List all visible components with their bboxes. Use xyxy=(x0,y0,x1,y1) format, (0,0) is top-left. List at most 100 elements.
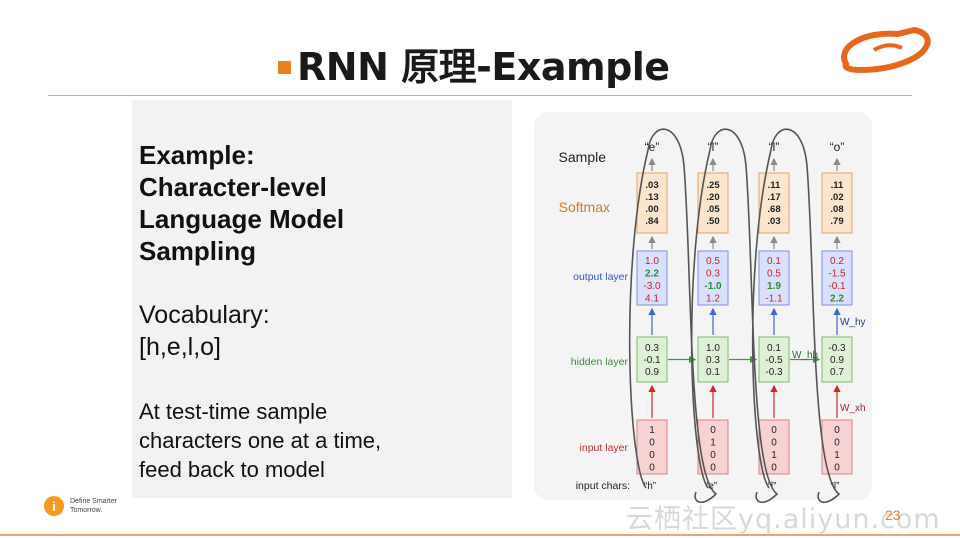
input-value: 0 xyxy=(834,438,840,449)
output-value: 0.1 xyxy=(767,256,781,267)
hidden-value: -0.3 xyxy=(765,367,783,378)
output-value: -3.0 xyxy=(643,281,661,292)
row-label-output: output layer xyxy=(573,271,628,283)
vocabulary-title: Vocabulary: xyxy=(139,301,270,329)
softmax-value: .25 xyxy=(706,180,720,191)
softmax-value: .17 xyxy=(767,192,780,203)
softmax-value: .20 xyxy=(706,192,719,203)
softmax-value: .08 xyxy=(830,204,843,215)
output-value: -1.5 xyxy=(828,269,846,280)
hidden-value: 0.9 xyxy=(645,367,659,378)
slogan-line: Tomorrow. xyxy=(70,507,103,514)
softmax-value: .11 xyxy=(831,180,844,191)
hidden-layer-box xyxy=(758,336,790,383)
input-value: 0 xyxy=(771,438,777,449)
row-label-hidden: hidden layer xyxy=(571,356,629,368)
output-value: 0.5 xyxy=(706,256,720,267)
input-value: 0 xyxy=(710,463,716,474)
row-label-input-chars: input chars: xyxy=(576,480,630,492)
feedback-loop-curve xyxy=(628,149,649,489)
input-value: 1 xyxy=(771,450,777,461)
heading-line: Sampling xyxy=(139,236,257,266)
output-layer-box xyxy=(636,250,668,306)
output-layer-box xyxy=(697,250,729,306)
weight-label-hy: W_hy xyxy=(840,317,866,328)
row-label-sample: Sample xyxy=(559,149,607,165)
footer-slogan: Define Smarter Tomorrow. xyxy=(70,497,117,515)
feedback-loop-curve xyxy=(751,149,772,489)
input-value: 1 xyxy=(710,438,716,449)
input-value: 0 xyxy=(649,438,655,449)
output-value: -1.1 xyxy=(765,294,783,305)
output-value: 2.2 xyxy=(830,294,844,305)
weight-label-xh: W_xh xyxy=(840,403,866,414)
softmax-value: .68 xyxy=(767,204,780,215)
output-value: -0.1 xyxy=(828,281,846,292)
hidden-value: -0.3 xyxy=(828,343,846,354)
input-value: 1 xyxy=(834,450,840,461)
input-value: 0 xyxy=(649,463,655,474)
slogan-line: Define Smarter xyxy=(70,498,118,505)
hidden-value: 0.3 xyxy=(645,343,659,354)
hidden-value: 0.1 xyxy=(767,343,781,354)
watermark: 云栖社区yq.aliyun.com xyxy=(626,504,941,535)
hidden-value: -0.1 xyxy=(643,355,661,366)
page-number: 23 xyxy=(885,507,901,523)
title-bullet xyxy=(278,60,291,74)
softmax-value: .03 xyxy=(767,216,780,227)
title-divider xyxy=(48,95,912,96)
hidden-layer-box xyxy=(636,336,668,383)
input-value: 0 xyxy=(771,425,777,436)
heading-line: Character-level xyxy=(139,172,327,202)
feedback-loop-curve xyxy=(770,128,841,503)
hidden-layer-box xyxy=(697,336,729,383)
hidden-value: 0.9 xyxy=(830,355,844,366)
sampling-note: At test-time sample characters one at a … xyxy=(139,397,381,484)
input-value: 1 xyxy=(649,425,655,436)
hidden-value: 0.7 xyxy=(830,367,844,378)
slide-title-text: RNN 原理-Example xyxy=(297,44,670,89)
softmax-value: .79 xyxy=(830,216,843,227)
company-logo xyxy=(841,26,931,74)
output-layer-box xyxy=(758,250,790,306)
sample-char: “o” xyxy=(830,140,845,154)
output-value: -1.0 xyxy=(704,281,722,292)
vocabulary-list: [h,e,l,o] xyxy=(139,333,221,361)
heading-line: Example: xyxy=(139,140,255,170)
softmax-value: .03 xyxy=(645,180,658,191)
hidden-layer-box xyxy=(821,336,853,383)
input-value: 0 xyxy=(710,425,716,436)
output-value: 0.5 xyxy=(767,269,781,280)
input-value: 0 xyxy=(771,463,777,474)
softmax-value: .00 xyxy=(645,204,658,215)
hidden-value: -0.5 xyxy=(765,355,783,366)
input-value: 0 xyxy=(710,450,716,461)
softmax-value: .50 xyxy=(706,216,719,227)
softmax-value: .13 xyxy=(645,192,658,203)
sample-char: “l” xyxy=(769,140,780,154)
text-panel xyxy=(132,100,512,498)
softmax-value: .05 xyxy=(706,204,720,215)
note-line: At test-time sample xyxy=(139,399,328,424)
input-layer-box xyxy=(636,419,668,475)
slide-title: RNN 原理-Example xyxy=(278,38,670,89)
softmax-box xyxy=(821,172,853,234)
output-value: 2.2 xyxy=(645,269,659,280)
output-value: 1.0 xyxy=(645,256,659,267)
hidden-value: 0.1 xyxy=(706,367,720,378)
footer-divider xyxy=(0,534,960,536)
input-value: 0 xyxy=(834,425,840,436)
feedback-loop-curve xyxy=(690,149,711,489)
sample-char: “l” xyxy=(708,140,719,154)
output-value: 4.1 xyxy=(645,294,659,305)
output-value: 0.3 xyxy=(706,269,720,280)
info-logo-icon: i xyxy=(44,496,64,516)
input-value: 0 xyxy=(649,450,655,461)
weight-label-hh: W_hh xyxy=(792,350,818,361)
output-value: 0.2 xyxy=(830,256,844,267)
softmax-value: .02 xyxy=(830,192,843,203)
hidden-value: 1.0 xyxy=(706,343,720,354)
input-layer-box xyxy=(758,419,790,475)
note-line: characters one at a time, xyxy=(139,428,382,453)
